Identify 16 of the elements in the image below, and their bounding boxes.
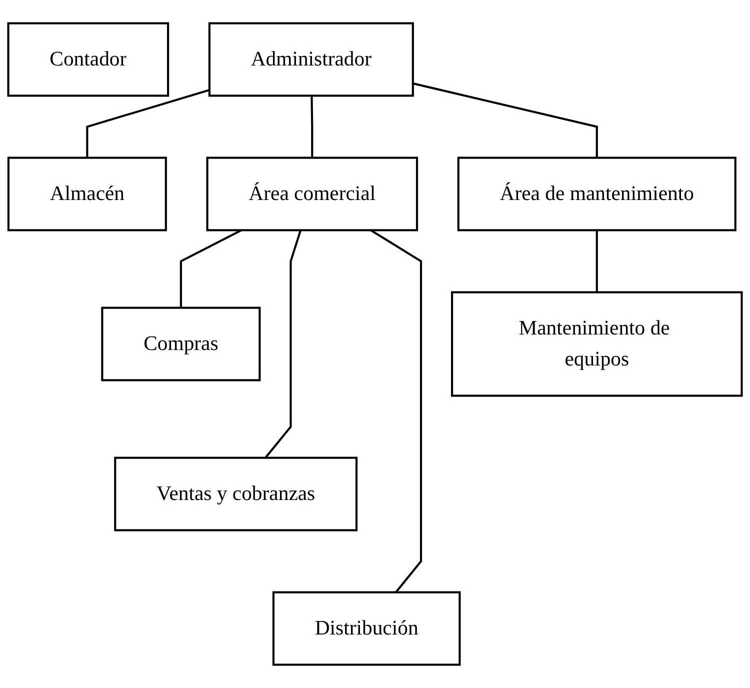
node-box: Mantenimiento de equipos xyxy=(451,291,743,397)
connector xyxy=(596,230,598,292)
connector xyxy=(310,96,314,158)
connector xyxy=(412,82,598,158)
node-box: Área de mantenimiento xyxy=(457,156,736,232)
node-box: Administrador xyxy=(208,22,414,97)
connector xyxy=(180,229,242,308)
connector xyxy=(370,229,422,593)
node-box: Compras xyxy=(101,306,261,382)
connector xyxy=(264,230,302,458)
node-box: Contador xyxy=(7,22,170,97)
connector xyxy=(86,89,210,158)
node-box: Área comercial xyxy=(206,156,418,232)
node-box: Ventas y cobranzas xyxy=(114,456,358,532)
node-box: Almacén xyxy=(7,156,167,232)
node-box: Distribución xyxy=(272,591,461,666)
